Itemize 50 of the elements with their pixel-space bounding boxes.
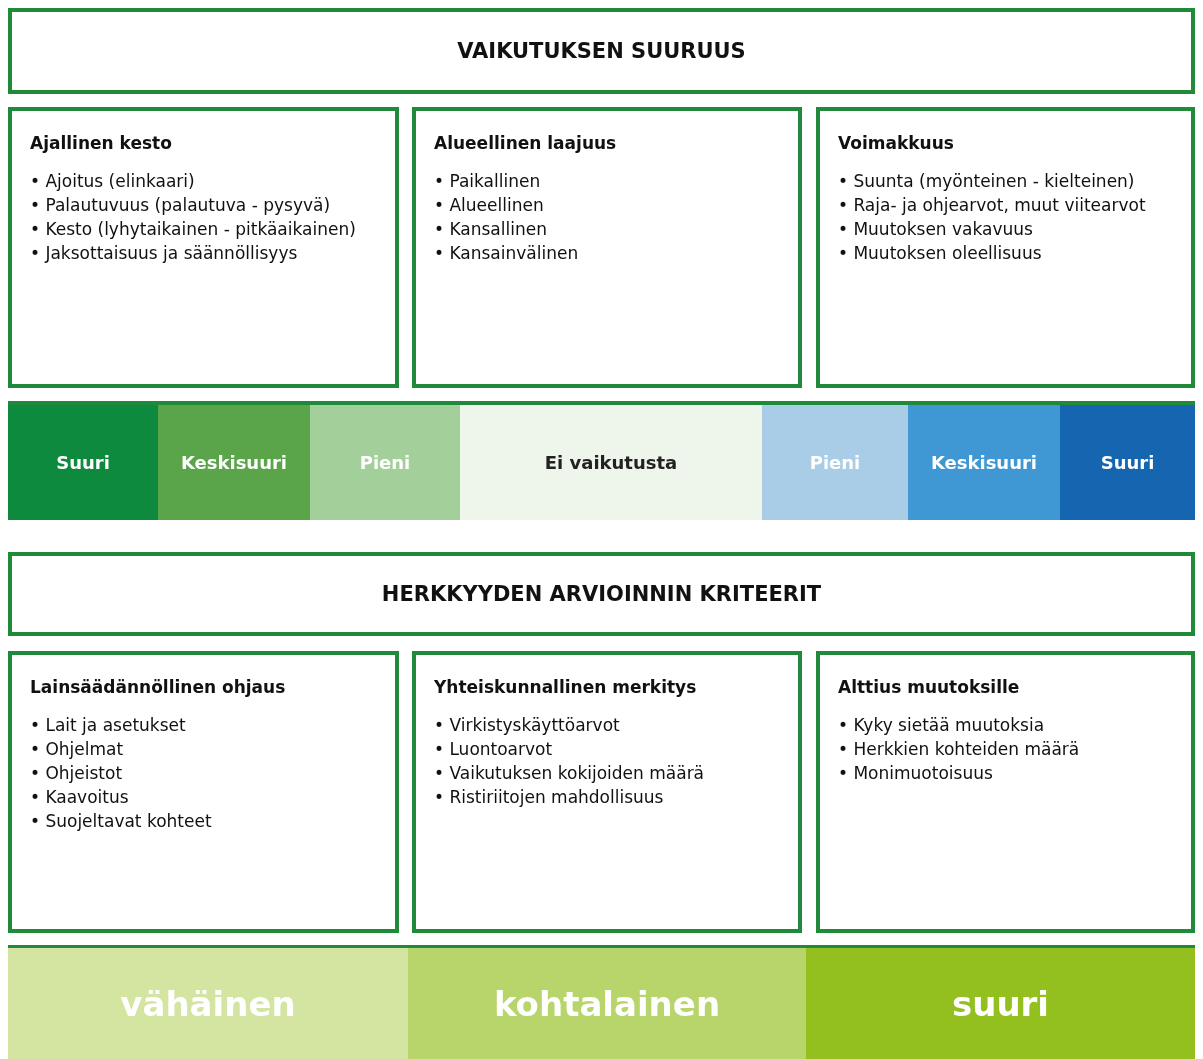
bullet-item: • Kaavoitus	[30, 786, 130, 809]
sensitivity-level-segment: suuri	[806, 948, 1195, 1059]
criteria-box	[816, 107, 1195, 388]
bullet-item: • Suunta (myönteinen - kielteinen)	[838, 170, 1136, 193]
criteria-box	[412, 651, 802, 933]
bullet-item: • Muutoksen vakavuus	[838, 218, 1034, 241]
scale-segment: Suuri	[1060, 405, 1195, 520]
heading-banner	[8, 552, 1195, 636]
bullet-item: • Raja- ja ohjearvot, muut viitearvot	[838, 194, 1147, 217]
bullet-item: • Ohjeistot	[30, 762, 124, 785]
sensitivity-level-segment: vähäinen	[8, 948, 408, 1059]
bullet-item: • Ohjelmat	[30, 738, 125, 761]
heading-text: HERKKYYDEN ARVIOINNIN KRITEERIT	[381, 582, 822, 606]
bullet-item: • Ajoitus (elinkaari)	[30, 170, 196, 193]
bullet-item: • Paikallinen	[434, 170, 542, 193]
bullet-item: • Kansainvälinen	[434, 242, 580, 265]
bullet-item: • Monimuotoisuus	[838, 762, 994, 785]
bullet-item: • Luontoarvot	[434, 738, 554, 761]
bullet-item: • Palautuvuus (palautuva - pysyvä)	[30, 194, 332, 217]
box-heading: Yhteiskunnallinen merkitys	[434, 677, 698, 697]
box-heading: Voimakkuus	[838, 133, 955, 153]
bullet-item: • Alueellinen	[434, 194, 545, 217]
scale-segment: Keskisuuri	[908, 405, 1060, 520]
bullet-item: • Kesto (lyhytaikainen - pitkäaikainen)	[30, 218, 357, 241]
criteria-box	[412, 107, 802, 388]
bullet-item: • Lait ja asetukset	[30, 714, 187, 737]
box-heading: Alttius muutoksille	[838, 677, 1021, 697]
box-heading: Ajallinen kesto	[30, 133, 173, 153]
scale-segment: Suuri	[8, 405, 158, 520]
criteria-box	[816, 651, 1195, 933]
scale-segment: Pieni	[762, 405, 908, 520]
bullet-item: • Ristiriitojen mahdollisuus	[434, 786, 665, 809]
heading-banner	[8, 8, 1195, 94]
bullet-item: • Herkkien kohteiden määrä	[838, 738, 1081, 761]
box-heading: Alueellinen laajuus	[434, 133, 618, 153]
bullet-item: • Kansallinen	[434, 218, 548, 241]
heading-text: VAIKUTUKSEN SUURUUS	[457, 39, 746, 63]
criteria-box	[8, 651, 399, 933]
bullet-item: • Suojeltavat kohteet	[30, 810, 213, 833]
scale-segment: Keskisuuri	[158, 405, 310, 520]
bullet-item: • Vaikutuksen kokijoiden määrä	[434, 762, 706, 785]
box-heading: Lainsäädännöllinen ohjaus	[30, 677, 287, 697]
scale-segment: Ei vaikutusta	[460, 405, 762, 520]
bullet-item: • Jaksottaisuus ja säännöllisyys	[30, 242, 299, 265]
bullet-item: • Kyky sietää muutoksia	[838, 714, 1046, 737]
bullet-item: • Virkistyskäyttöarvot	[434, 714, 621, 737]
criteria-box	[8, 107, 399, 388]
scale-segment: Pieni	[310, 405, 460, 520]
sensitivity-level-segment: kohtalainen	[408, 948, 806, 1059]
bullet-item: • Muutoksen oleellisuus	[838, 242, 1043, 265]
